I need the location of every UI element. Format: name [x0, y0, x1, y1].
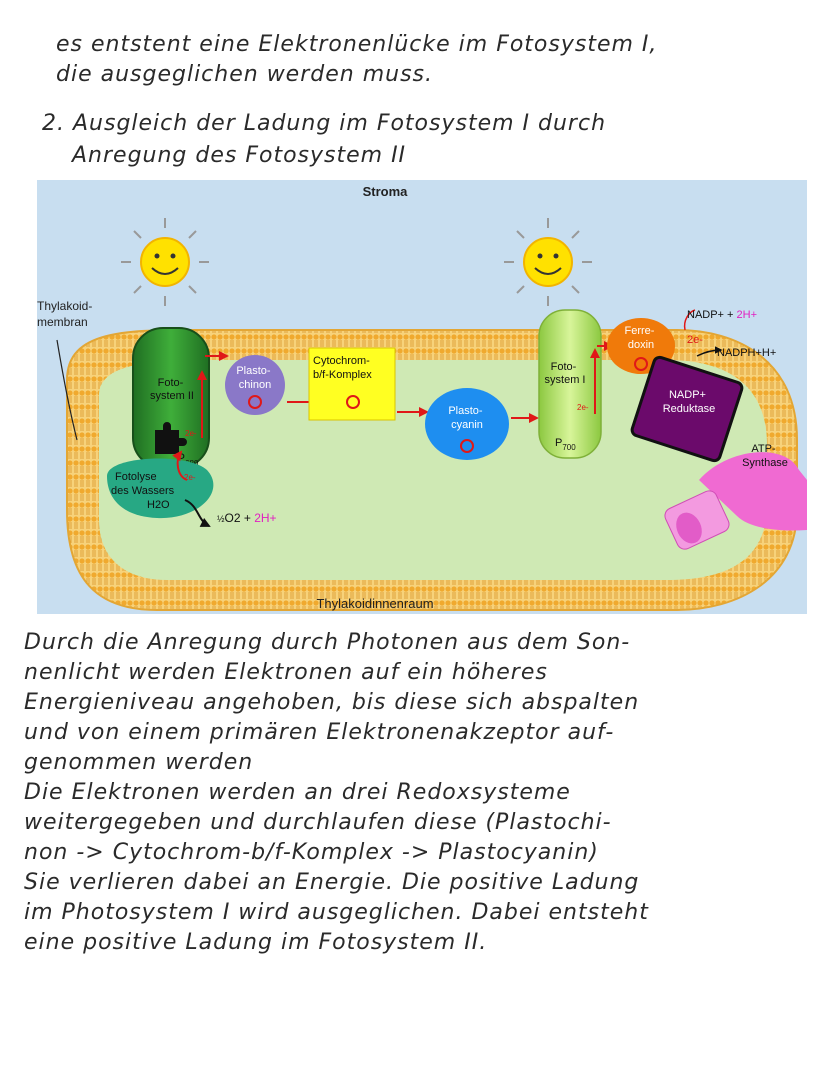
redox-cycle-icon: [248, 395, 262, 409]
plastocyanin: [425, 388, 509, 460]
sun-icon: [121, 218, 209, 306]
section-heading-line: Anregung des Fotosystem II: [72, 143, 407, 168]
oxygen-label: ½O2 + 2H+: [217, 511, 277, 525]
handwritten-line: nenlicht werden Elektronen auf ein höher…: [24, 660, 548, 685]
svg-text:2e-: 2e-: [687, 334, 703, 346]
redox-cycle-icon: [634, 357, 648, 371]
plastocyanin-label: Plasto- cyanin: [448, 405, 485, 431]
photolysis-label: Fotolyse des Wassers H2O: [111, 471, 177, 511]
p700-label: P700: [555, 437, 576, 452]
handwritten-line: genommen werden: [24, 750, 254, 775]
plastochinon: [225, 355, 285, 415]
ferredoxin-label: Ferre- doxin: [624, 325, 657, 351]
sun-icon: [504, 218, 592, 306]
handwritten-line: es entstent eine Elektronenlücke im Foto…: [56, 32, 658, 57]
nadph-label: NADPH+H+: [717, 347, 776, 359]
handwritten-line: die ausgeglichen werden muss.: [56, 62, 433, 87]
light-reaction-diagram: Stroma Thylakoid- membran Thylakoidinnen…: [37, 180, 807, 614]
handwritten-intro: es entstent eine Elektronenlücke im Foto…: [0, 30, 828, 90]
redox-cycle-icon: [460, 439, 474, 453]
photosystem-i: [538, 309, 602, 459]
svg-text:2e-: 2e-: [185, 429, 197, 438]
handwritten-line: Durch die Anregung durch Photonen aus de…: [24, 630, 631, 655]
atp-synthase-label: ATP- Synthase: [742, 443, 788, 469]
nadp-reduktase: [630, 355, 744, 463]
lumen-label: Thylakoidinnenraum: [316, 596, 433, 611]
plastochinon-label: Plasto- chinon: [236, 365, 273, 391]
stroma-label: Stroma: [363, 184, 409, 199]
handwritten-description: Durch die Anregung durch Photonen aus de…: [0, 628, 828, 958]
electron-label: 2e-: [184, 473, 196, 482]
photosystem-ii-label: Foto- system II: [150, 377, 194, 402]
puzzle-icon: [155, 422, 187, 454]
atp-synthase: [664, 452, 807, 550]
photosystem-i-label: Foto- system I: [545, 361, 586, 386]
nadp-reduktase-label: NADP+ Reduktase: [663, 389, 716, 415]
thylakoid-membrane-label: Thylakoid- membran: [37, 299, 96, 329]
handwritten-line: und von einem primären Elektronenakzepto…: [24, 720, 615, 745]
svg-text:2e-: 2e-: [577, 403, 589, 412]
handwritten-line: eine positive Ladung im Fotosystem II.: [24, 930, 488, 955]
handwritten-line: Die Elektronen werden an drei Redoxsyste…: [24, 780, 571, 805]
redox-cycle-icon: [346, 395, 360, 409]
handwritten-line: im Photosystem I wird ausgeglichen. Dabe…: [24, 900, 649, 925]
handwritten-line: Energieniveau angehoben, bis diese sich …: [24, 690, 640, 715]
handwritten-line: weitergegeben und durchlaufen diese (Pla…: [24, 810, 612, 835]
handwritten-line: Sie verlieren dabei an Energie. Die posi…: [24, 870, 640, 895]
section-heading-line: 2. Ausgleich der Ladung im Fotosystem I …: [42, 111, 607, 136]
section-heading: 2. Ausgleich der Ladung im Fotosystem I …: [0, 108, 828, 172]
nadp-input-label: NADP+ + 2H+: [687, 309, 757, 321]
photolysis-area: [107, 458, 214, 519]
cytochrom-label: Cytochrom- b/f-Komplex: [313, 355, 373, 381]
handwritten-line: non -> Cytochrom-b/f-Komplex -> Plastocy…: [24, 840, 599, 865]
